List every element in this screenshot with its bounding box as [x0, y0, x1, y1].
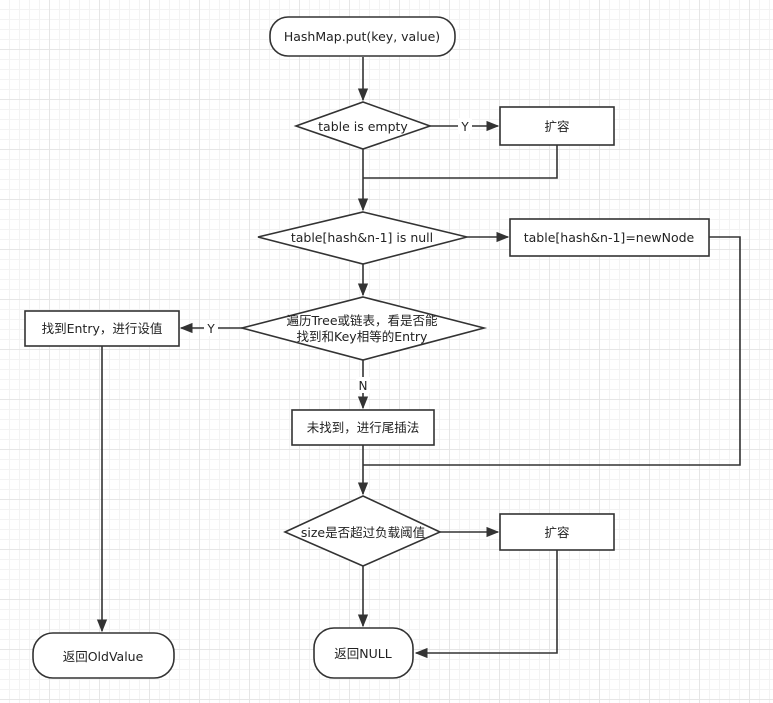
not-found-label: 未找到，进行尾插法: [307, 420, 420, 435]
return-oldvalue-node: [32, 632, 175, 679]
decision-find-entry-line-2: 找到和Key相等的Entry: [297, 329, 429, 344]
start-label: HashMap.put(key, value): [284, 29, 440, 44]
decision-find-entry: [238, 296, 488, 361]
decision-threshold-label: size是否超过负载阈值: [301, 525, 425, 540]
decision-table-empty-label: table is empty: [318, 119, 408, 134]
edge-label-yes-found: Y: [206, 322, 215, 336]
decision-threshold: [283, 495, 442, 567]
found-entry-label: 找到Entry，进行设值: [42, 321, 163, 336]
edge-resize-merge: [363, 145, 558, 179]
return-oldvalue-label: 返回OldValue: [63, 649, 144, 664]
resize-box-2: [499, 513, 615, 551]
new-node-box: [509, 218, 710, 257]
edge-label-yes-empty: Y: [460, 120, 469, 134]
found-entry-box: [24, 310, 180, 347]
edge-newnode-merge: [363, 236, 741, 466]
resize-1-label: 扩容: [544, 119, 569, 134]
edge-label-no-found: N: [359, 379, 368, 393]
start-node: [269, 16, 456, 57]
resize-box-1: [499, 106, 615, 146]
return-null-label: 返回NULL: [334, 646, 391, 661]
not-found-box: [291, 409, 435, 446]
decision-bucket-null-label: table[hash&n-1] is null: [291, 230, 433, 245]
new-node-label: table[hash&n-1]=newNode: [524, 230, 695, 245]
decision-table-empty: [293, 101, 433, 150]
return-null-node: [313, 627, 414, 679]
resize-2-label: 扩容: [544, 525, 569, 540]
decision-bucket-null: [257, 211, 468, 265]
edge-resize2-to-null: [414, 550, 558, 659]
decision-find-entry-line-1: 遍历Tree或链表，看是否能: [286, 313, 438, 328]
